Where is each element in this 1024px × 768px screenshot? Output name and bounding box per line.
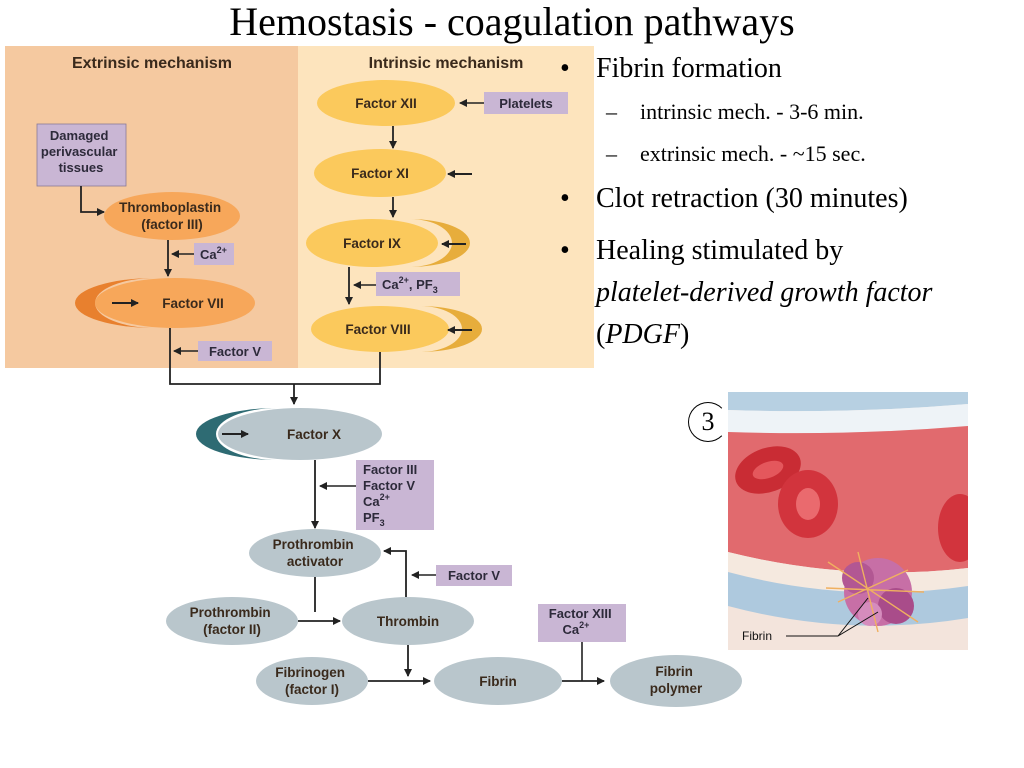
fibrinogen-label: Fibrinogen (factor I) — [275, 665, 349, 697]
factor-viii-crescent — [420, 306, 482, 352]
factor-ix-label: Factor IX — [343, 236, 401, 251]
cofactor-box — [356, 460, 434, 530]
factor-xiii-label: Factor XIII Ca2+ — [549, 606, 615, 637]
thrombin-node — [342, 597, 474, 645]
ca-pf3-box — [376, 272, 460, 296]
platelets-box — [484, 92, 568, 114]
factor-xii-label: Factor XII — [355, 96, 417, 111]
thromboplastin-node — [104, 192, 240, 240]
factor-vii-node — [95, 278, 255, 328]
factor-x-crescent — [196, 408, 278, 460]
damaged-tissue-box — [36, 123, 127, 187]
factor-xii-node — [317, 80, 455, 126]
factor-vii-crescent — [75, 278, 155, 328]
fibrin-illustration-label: Fibrin — [742, 629, 772, 643]
factor-xiii-box — [538, 604, 626, 642]
fibrin-polymer-node — [610, 655, 742, 707]
slide-title: Hemostasis - coagulation pathways — [229, 0, 795, 44]
factor-xi-label: Factor XI — [351, 166, 409, 181]
factor-ix-node — [306, 219, 438, 267]
bullet-intrinsic-time: –intrinsic mech. - 3-6 min. — [606, 99, 864, 124]
fibrin-node — [434, 657, 562, 705]
factor-viii-label: Factor VIII — [345, 322, 410, 337]
extrinsic-heading: Extrinsic mechanism — [72, 55, 232, 72]
thromboplastin-label: Thromboplastin (factor III) — [119, 200, 225, 232]
cofactor-label: Factor III Factor V Ca2+ PF3 — [363, 462, 421, 528]
ca-extrinsic-label: Ca2+ — [200, 245, 227, 262]
damaged-tissue-label: Damaged perivascular tissues — [41, 128, 121, 175]
ca-extrinsic-box — [194, 243, 234, 265]
intrinsic-heading: Intrinsic mechanism — [369, 55, 524, 72]
factor-x-node — [218, 408, 382, 460]
bullet-fibrin-formation: •Fibrin formation — [560, 53, 782, 84]
bullet-healing: • Healing stimulated by platelet-derived… — [560, 235, 933, 350]
thrombin-feedback-arrow — [383, 547, 407, 597]
figure-number-ring — [688, 402, 728, 442]
bullet-list: •Fibrin formation –intrinsic mech. - 3-6… — [556, 52, 1016, 356]
ca-pf3-label: Ca2+, PF3 — [382, 275, 438, 295]
bullet-extrinsic-time: –extrinsic mech. - ~15 sec. — [606, 141, 866, 166]
bullet-clot-retraction: •Clot retraction (30 minutes) — [560, 183, 908, 214]
factor-ix-crescent — [410, 219, 470, 267]
factor-xi-node — [314, 149, 446, 197]
factor-v-common-label: Factor V — [448, 568, 500, 583]
factor-x-label: Factor X — [287, 427, 341, 442]
thrombin-label: Thrombin — [377, 614, 439, 629]
factor-viii-node — [311, 306, 449, 352]
platelets-label: Platelets — [499, 96, 552, 111]
factor-vii-label: Factor VII — [162, 296, 224, 311]
fibrinogen-node — [256, 657, 368, 705]
prothrombin-label: Prothrombin (factor II) — [190, 605, 275, 637]
blood-vessel-illustration: Fibrin — [728, 392, 968, 650]
figure-number: 3 — [701, 407, 715, 436]
prothrombin-activator-label: Prothrombin activator — [273, 537, 358, 569]
factor-v-common-box — [436, 565, 512, 586]
fibrin-label: Fibrin — [479, 674, 517, 689]
factor-v-extrinsic-box — [198, 341, 272, 361]
factor-v-extrinsic-label: Factor V — [209, 344, 261, 359]
tissue-to-thromboplastin-arrow — [80, 186, 105, 216]
merge-connector — [169, 366, 381, 404]
prothrombin-node — [166, 597, 298, 645]
prothrombin-activator-node — [249, 529, 381, 577]
fibrin-polymer-label: Fibrin polymer — [650, 664, 703, 696]
